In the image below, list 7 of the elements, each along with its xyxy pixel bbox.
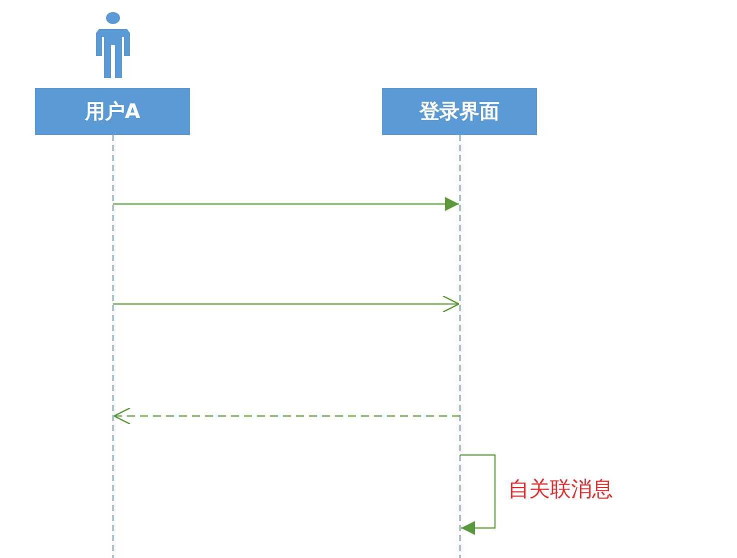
participant-box: 用户A	[35, 88, 190, 135]
participant-box: 登录界面	[382, 88, 537, 135]
message-arrow	[113, 407, 460, 425]
message-arrow	[113, 295, 460, 313]
person-icon	[96, 12, 130, 78]
message-arrow	[460, 454, 496, 535]
message-arrow	[113, 197, 459, 211]
